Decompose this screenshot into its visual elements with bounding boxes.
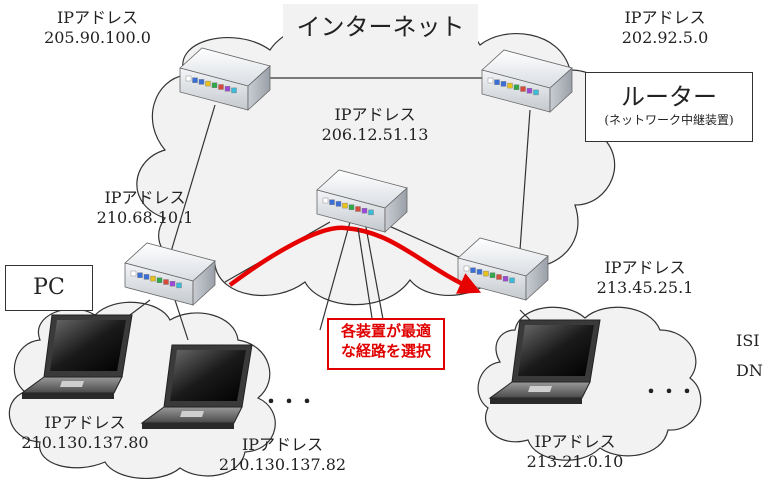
- router-icon: [481, 49, 573, 113]
- route-callout: 各装置が最適 な経路を選択: [327, 318, 445, 370]
- router-icon: [124, 242, 216, 306]
- router-port-led: [169, 281, 176, 287]
- router-ip-value: 210.68.10.1: [96, 208, 194, 227]
- clipped-edge-text: ISI DN: [736, 326, 763, 386]
- router-port-led: [502, 276, 509, 282]
- router-ip-label-206: IPアドレス 206.12.51.13: [300, 105, 450, 145]
- router-ip-caption: IPアドレス: [334, 105, 416, 124]
- router-port-led: [130, 270, 137, 277]
- router-port-led: [335, 201, 342, 207]
- router-port-led: [494, 79, 500, 85]
- pc-legend: PC: [5, 265, 93, 311]
- router-legend-subtitle: (ネットワーク中継装置): [604, 113, 734, 127]
- router-port-led: [322, 197, 329, 204]
- router-port-led: [507, 82, 513, 89]
- router-icon: [179, 47, 271, 111]
- router-legend: ルーター (ネットワーク中継装置): [585, 72, 753, 142]
- pc-ip-value: 210.130.137.82: [218, 455, 347, 474]
- router-port-led: [176, 282, 182, 289]
- pc-ip-label-10: IPアドレス 213.21.0.10: [500, 432, 650, 472]
- router-port-led: [526, 88, 533, 94]
- clipped-edge-line-2: DN: [736, 361, 763, 380]
- router-port-led: [156, 277, 163, 283]
- router-port-led: [533, 89, 539, 96]
- more-pcs-ellipsis-right: ・・・: [642, 382, 696, 403]
- router-port-led: [361, 208, 368, 214]
- optimal-route-arrow: [228, 225, 482, 294]
- router-ip-caption: IPアドレス: [104, 188, 186, 207]
- router-ip-caption: IPアドレス: [624, 8, 706, 27]
- clipped-edge-line-1: ISI: [736, 331, 760, 350]
- pc-ip-label-82: IPアドレス 210.130.137.82: [195, 435, 370, 475]
- router-ip-value: 213.45.25.1: [596, 278, 694, 297]
- router-port-led: [487, 77, 494, 84]
- router-ip-label-202: IPアドレス 202.92.5.0: [590, 8, 740, 48]
- router-port-led: [224, 86, 231, 92]
- router-port-led: [192, 77, 198, 83]
- router-icon: [457, 237, 549, 301]
- router-ip-value: 205.90.100.0: [44, 28, 151, 47]
- router-port-led: [218, 84, 224, 90]
- router-ip-label-213: IPアドレス 213.45.25.1: [570, 258, 720, 298]
- router-ip-value: 202.92.5.0: [621, 28, 709, 47]
- router-port-led: [355, 206, 361, 212]
- router-ip-caption: IPアドレス: [56, 8, 139, 27]
- internet-label: インターネット: [283, 4, 478, 50]
- router-port-led: [205, 80, 211, 87]
- router-port-led: [348, 204, 355, 210]
- pc-ip-value: 210.130.137.80: [21, 433, 149, 452]
- router-ip-label-210: IPアドレス 210.68.10.1: [70, 188, 220, 228]
- pc-ip-value: 213.21.0.10: [526, 452, 624, 471]
- router-port-led: [476, 269, 483, 275]
- router-icon: [316, 169, 408, 233]
- more-pcs-ellipsis-left: ・・・: [262, 392, 316, 413]
- router-port-led: [137, 272, 143, 278]
- router-port-led: [463, 265, 470, 272]
- router-port-led: [211, 82, 218, 88]
- router-port-led: [231, 87, 237, 94]
- router-port-led: [368, 209, 374, 216]
- pc-ip-caption: IPアドレス: [44, 413, 126, 432]
- pc-ip-caption: IPアドレス: [241, 435, 324, 454]
- laptop-pc-icon: [20, 314, 133, 399]
- pc-ip-label-80: IPアドレス 210.130.137.80: [0, 413, 170, 453]
- router-ip-caption: IPアドレス: [604, 258, 686, 277]
- router-port-led: [163, 279, 169, 285]
- laptop-pc-icon: [140, 344, 253, 429]
- router-port-led: [329, 199, 335, 205]
- router-port-led: [489, 272, 496, 278]
- router-port-led: [509, 277, 515, 284]
- pc-ip-caption: IPアドレス: [534, 432, 616, 451]
- router-port-led: [185, 75, 192, 82]
- callout-line-1: 各装置が最適: [340, 322, 431, 340]
- callout-line-2: な経路を選択: [340, 341, 431, 360]
- router-port-led: [143, 274, 150, 280]
- router-port-led: [470, 267, 476, 273]
- router-port-led: [520, 86, 526, 92]
- router-port-led: [500, 81, 507, 87]
- router-ip-label-205: IPアドレス 205.90.100.0: [20, 8, 175, 48]
- laptop-pc-icon: [488, 319, 601, 404]
- callout-pointer: [357, 227, 373, 319]
- router-port-led: [496, 274, 502, 280]
- router-port-led: [150, 275, 156, 282]
- router-port-led: [483, 270, 489, 277]
- router-port-led: [513, 84, 520, 90]
- router-port-led: [342, 202, 348, 209]
- router-legend-title: ルーター: [621, 83, 717, 111]
- router-ip-value: 206.12.51.13: [321, 125, 429, 144]
- router-port-led: [198, 79, 205, 85]
